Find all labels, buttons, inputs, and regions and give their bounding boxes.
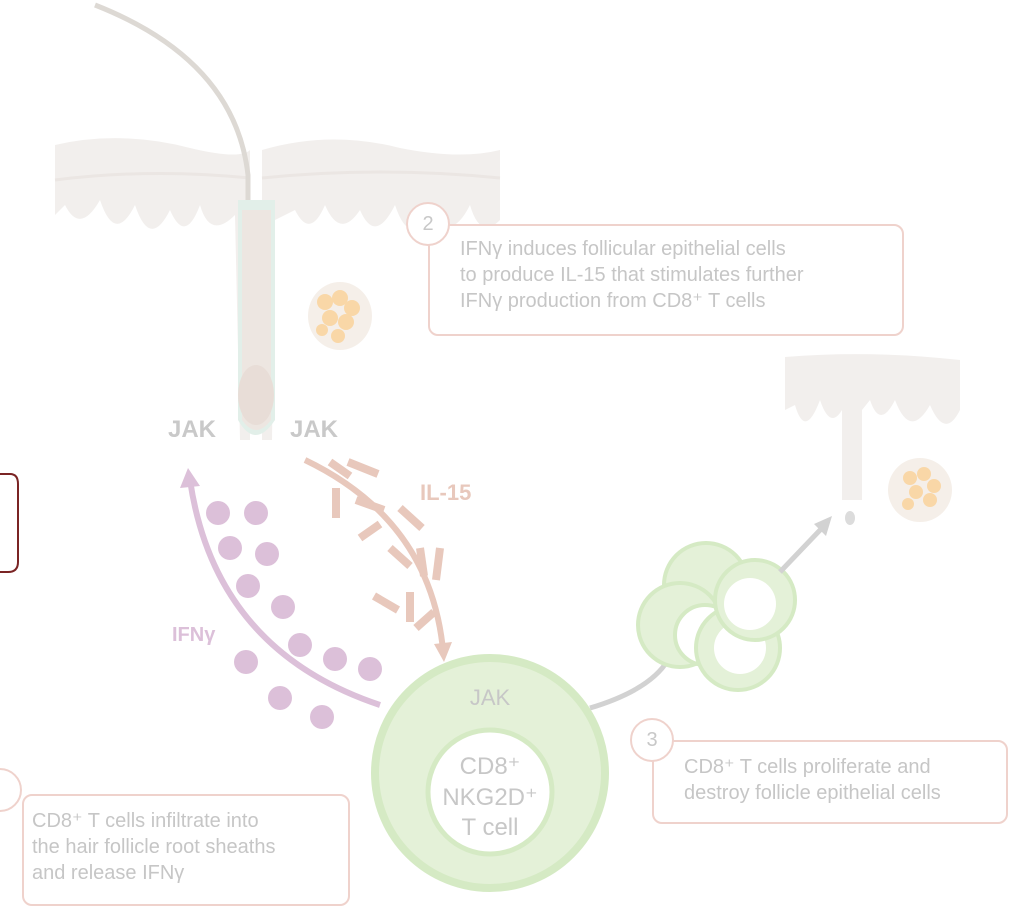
edge-bracket <box>0 474 18 572</box>
step-3-line-1: CD8⁺ T cells proliferate and <box>684 754 990 780</box>
damaged-skin-tissue <box>785 354 960 522</box>
il15-label: IL-15 <box>420 480 471 506</box>
step-2-line-2: to produce IL-15 that stimulates further <box>460 262 886 288</box>
step-3-number: 3 <box>646 729 657 752</box>
destruction-arrow <box>780 528 822 572</box>
step-2-line-1: IFNγ induces follicular epithelial cells <box>460 236 886 262</box>
cell-name-line2: NKG2D⁺ <box>430 783 550 812</box>
cell-name-line1: CD8⁺ <box>430 752 550 781</box>
step-2-line-3: IFNγ production from CD8⁺ T cells <box>460 288 886 314</box>
jak-label-right: JAK <box>290 416 338 444</box>
cell-jak-label: JAK <box>455 685 525 711</box>
hair-follicle <box>238 200 275 435</box>
step-1-line-2: the hair follicle root sheaths <box>32 834 340 860</box>
step-1-callout: CD8⁺ T cells infiltrate into the hair fo… <box>22 794 350 906</box>
jak-label-left: JAK <box>168 416 216 444</box>
proliferation-connector <box>590 660 668 708</box>
step-2-badge: 2 <box>406 202 450 246</box>
step-2-callout: IFNγ induces follicular epithelial cells… <box>428 224 904 336</box>
step-2-number: 2 <box>422 213 433 236</box>
step-1-line-3: and release IFNγ <box>32 860 340 886</box>
step-3-badge: 3 <box>630 718 674 762</box>
ifng-label: IFNγ <box>172 624 215 647</box>
step-1-line-1: CD8⁺ T cells infiltrate into <box>32 808 340 834</box>
cell-name-line3: T cell <box>430 814 550 842</box>
sebaceous-gland <box>308 282 372 350</box>
step-3-line-2: destroy follicle epithelial cells <box>684 780 990 806</box>
step-3-callout: CD8⁺ T cells proliferate and destroy fol… <box>652 740 1008 824</box>
